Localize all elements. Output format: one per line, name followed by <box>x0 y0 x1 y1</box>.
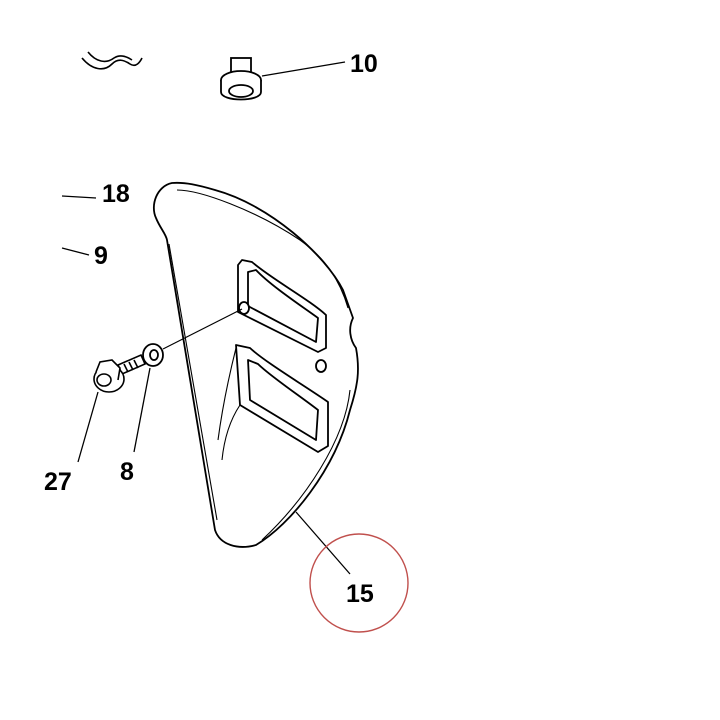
callout-8: 8 <box>120 458 134 486</box>
part-15-guard-plate <box>152 181 359 548</box>
callout-18: 18 <box>102 180 130 208</box>
callout-10: 10 <box>350 50 378 78</box>
leader-line-15 <box>295 511 351 575</box>
leader-line-10 <box>261 61 346 77</box>
cropped-part-top-left <box>81 51 143 70</box>
part-27-flange-bolt <box>93 353 147 393</box>
leader-line-9 <box>61 247 90 256</box>
assembly-line-bolt-to-hole <box>162 308 243 350</box>
leader-line-18 <box>61 195 97 199</box>
part-8-washer <box>142 343 164 367</box>
part-10-cap-nut <box>220 57 262 101</box>
leader-line-27 <box>77 391 99 463</box>
highlight-circle-15 <box>309 533 409 633</box>
callout-15: 15 <box>346 580 374 608</box>
callout-27: 27 <box>44 468 72 496</box>
callout-9: 9 <box>94 242 108 270</box>
leader-line-8 <box>133 367 151 453</box>
